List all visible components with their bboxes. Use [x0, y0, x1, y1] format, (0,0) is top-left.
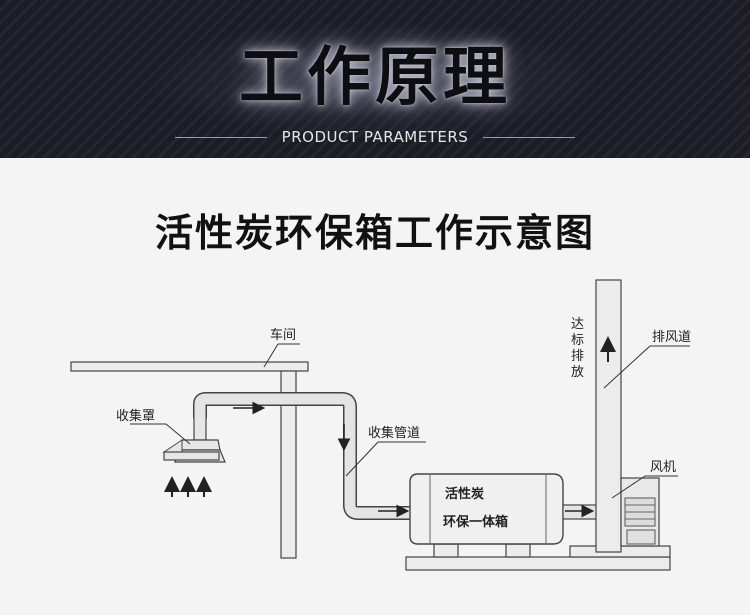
ground-base [405, 556, 671, 571]
fan-unit [620, 477, 660, 547]
label-duct: 收集管道 [368, 425, 420, 441]
label-box-line2: 环保一体箱 [443, 514, 508, 530]
outlet-duct [562, 504, 600, 520]
support-column [280, 370, 297, 559]
diagram-title: 活性炭环保箱工作示意图 [154, 211, 595, 255]
label-box-line1: 活性炭 [445, 486, 484, 502]
label-discharge-1: 达 [571, 317, 584, 332]
banner-title: 工作原理 [239, 41, 511, 115]
label-fan: 风机 [650, 460, 676, 475]
banner-rule-left [175, 137, 267, 138]
banner-rule-right [483, 137, 575, 138]
label-discharge-2: 标 [571, 333, 584, 348]
label-exhaust: 排风道 [652, 330, 691, 345]
label-hood: 收集罩 [116, 408, 155, 424]
leader-workshop [263, 343, 279, 368]
label-discharge-3: 排 [571, 349, 584, 364]
exhaust-stack [595, 279, 622, 553]
leader-exhaust [603, 345, 651, 389]
banner-glow [150, 20, 600, 140]
workshop-ceiling [70, 361, 309, 372]
leader-hood-slant [165, 423, 191, 445]
label-workshop: 车间 [270, 327, 296, 343]
label-discharge-4: 放 [571, 365, 584, 380]
header-banner: 工作原理 PRODUCT PARAMETERS [0, 0, 750, 158]
leader-duct [345, 441, 379, 477]
banner-subtitle: PRODUCT PARAMETERS [281, 128, 469, 146]
collection-duct [193, 392, 418, 520]
leader-fan [611, 475, 646, 499]
carbon-box [409, 473, 564, 558]
